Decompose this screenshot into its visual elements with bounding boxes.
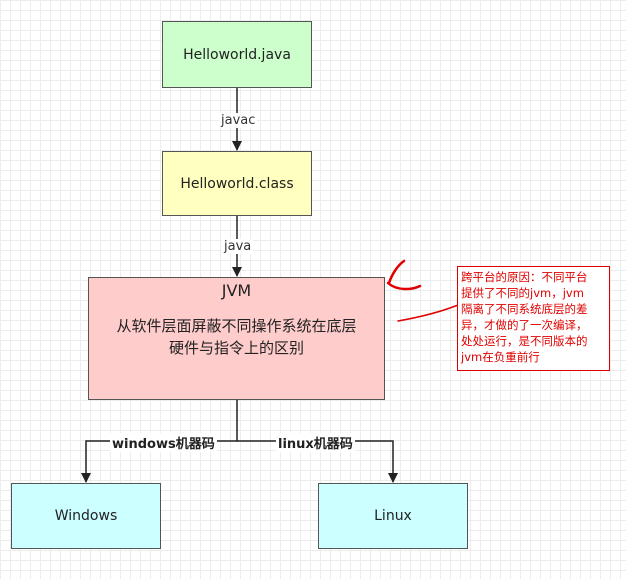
- edge-label-windows-code: windows机器码: [110, 433, 217, 452]
- node-helloworld-java-label: Helloworld.java: [183, 46, 291, 63]
- annotation-line-4: 异，才做的了一次编译，: [461, 318, 588, 332]
- edge-label-java: java: [222, 239, 254, 254]
- annotation-line-1: 跨平台的原因：不同平台: [461, 270, 588, 284]
- annotation-line-2: 提供了不同的jvm，jvm: [461, 286, 584, 300]
- node-windows[interactable]: Windows: [11, 483, 161, 549]
- edge-label-linux-code: linux机器码: [276, 433, 355, 452]
- node-linux[interactable]: Linux: [318, 483, 468, 549]
- node-jvm-desc-line1: 从软件层面屏蔽不同操作系统在底层: [116, 317, 357, 335]
- node-jvm-title: JVM: [221, 281, 252, 300]
- node-jvm[interactable]: JVM 从软件层面屏蔽不同操作系统在底层 硬件与指令上的区别: [88, 277, 385, 400]
- handwritten-connector-line: [397, 304, 459, 322]
- node-helloworld-class[interactable]: Helloworld.class: [162, 151, 312, 216]
- annotation-line-3: 隔离了不同系统底层的差: [461, 302, 588, 316]
- edge-label-javac: javac: [219, 113, 258, 128]
- annotation-line-6: jvm在负重前行: [461, 350, 540, 364]
- node-linux-label: Linux: [374, 508, 412, 524]
- node-windows-label: Windows: [54, 508, 118, 524]
- annotation-line-5: 处处运行，是不同版本的: [461, 334, 588, 348]
- node-jvm-desc-line2: 硬件与指令上的区别: [168, 339, 304, 357]
- node-helloworld-java[interactable]: Helloworld.java: [162, 21, 312, 88]
- handwritten-arrow-mark: [386, 259, 422, 291]
- annotation-box[interactable]: 跨平台的原因：不同平台 提供了不同的jvm，jvm 隔离了不同系统底层的差 异，…: [457, 266, 610, 371]
- node-helloworld-class-label: Helloworld.class: [180, 175, 294, 192]
